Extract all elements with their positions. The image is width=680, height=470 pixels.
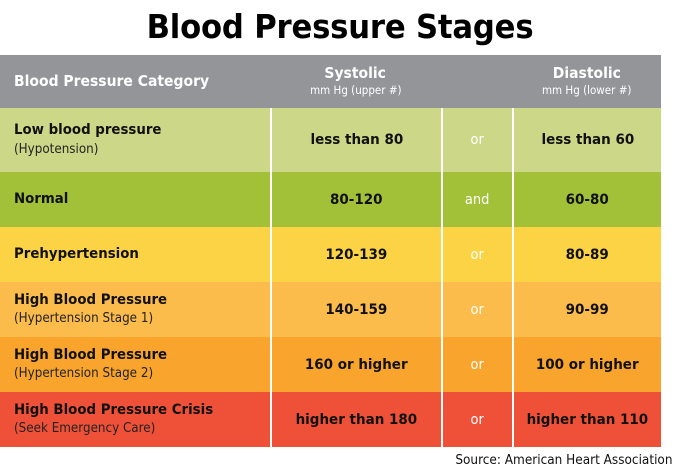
row-connector-value: or — [470, 132, 485, 148]
row-connector-value: or — [470, 246, 485, 263]
row-diastolic-cell: less than 60 — [512, 108, 661, 172]
row-systolic-cell: 140-159 — [270, 282, 441, 337]
row-diastolic-value: higher than 110 — [526, 411, 649, 428]
row-diastolic-cell: 90-99 — [512, 282, 661, 337]
row-connector-value: or — [470, 301, 485, 318]
row-category-sub: (Hypertension Stage 2) — [14, 366, 154, 382]
table-row: High Blood Pressure (Hypertension Stage … — [0, 282, 661, 337]
row-diastolic-cell: 100 or higher — [512, 337, 661, 392]
row-systolic-value: higher than 180 — [295, 411, 418, 428]
header-systolic-sublabel: mm Hg (upper #) — [309, 83, 402, 97]
table-row: High Blood Pressure (Hypertension Stage … — [0, 337, 661, 392]
table-header-row: Blood Pressure Category Systolic mm Hg (… — [0, 55, 661, 108]
header-diastolic-sublabel: mm Hg (lower #) — [541, 83, 632, 97]
row-category-sub: (Hypotension) — [14, 141, 99, 157]
row-diastolic-cell: higher than 110 — [512, 392, 661, 447]
row-connector-cell: or — [441, 337, 512, 392]
header-cell-category: Blood Pressure Category — [0, 55, 270, 108]
row-systolic-value: less than 80 — [310, 132, 403, 148]
row-category-name: High Blood Pressure — [14, 346, 168, 363]
header-cell-connector — [441, 55, 512, 108]
row-diastolic-value: less than 60 — [541, 132, 634, 148]
header-diastolic-label: Diastolic — [552, 64, 621, 83]
row-connector-cell: or — [441, 282, 512, 337]
source-attribution: Source: American Heart Association — [454, 453, 672, 468]
row-category-cell: Low blood pressure (Hypotension) — [0, 108, 270, 172]
table-row: Normal 80-120 and 60-80 — [0, 172, 661, 227]
row-systolic-cell: higher than 180 — [270, 392, 441, 447]
row-diastolic-value: 60-80 — [565, 191, 610, 208]
row-category-cell: High Blood Pressure Crisis (Seek Emergen… — [0, 392, 270, 447]
row-connector-value: or — [470, 356, 485, 373]
row-connector-value: and — [465, 191, 490, 208]
row-diastolic-cell: 80-89 — [512, 227, 661, 282]
blood-pressure-table: Blood Pressure Category Systolic mm Hg (… — [0, 55, 661, 447]
row-category-cell: Normal — [0, 172, 270, 227]
page-title: Blood Pressure Stages — [146, 7, 534, 46]
row-systolic-value: 120-139 — [325, 246, 388, 263]
row-category-name: High Blood Pressure — [14, 291, 168, 308]
row-diastolic-value: 100 or higher — [536, 356, 639, 373]
row-category-cell: High Blood Pressure (Hypertension Stage … — [0, 282, 270, 337]
row-connector-cell: or — [441, 392, 512, 447]
header-systolic-label: Systolic — [324, 64, 387, 83]
row-category-name: Prehypertension — [14, 245, 139, 262]
row-diastolic-cell: 60-80 — [512, 172, 661, 227]
row-category-name: High Blood Pressure Crisis — [14, 401, 214, 418]
row-systolic-cell: less than 80 — [270, 108, 441, 172]
row-systolic-cell: 120-139 — [270, 227, 441, 282]
row-diastolic-value: 80-89 — [565, 246, 610, 263]
table-row: Low blood pressure (Hypotension) less th… — [0, 108, 661, 172]
table-row: High Blood Pressure Crisis (Seek Emergen… — [0, 392, 661, 447]
row-category-name: Normal — [14, 190, 69, 207]
row-systolic-value: 140-159 — [325, 301, 388, 318]
header-category-label: Blood Pressure Category — [14, 71, 210, 90]
row-systolic-cell: 80-120 — [270, 172, 441, 227]
row-category-sub: (Seek Emergency Care) — [14, 421, 156, 437]
row-systolic-cell: 160 or higher — [270, 337, 441, 392]
row-connector-value: or — [470, 411, 485, 428]
table-row: Prehypertension 120-139 or 80-89 — [0, 227, 661, 282]
row-category-sub: (Hypertension Stage 1) — [14, 311, 154, 327]
row-connector-cell: or — [441, 227, 512, 282]
row-systolic-value: 80-120 — [330, 191, 383, 208]
header-cell-diastolic: Diastolic mm Hg (lower #) — [512, 55, 661, 108]
row-category-cell: High Blood Pressure (Hypertension Stage … — [0, 337, 270, 392]
row-category-name: Low blood pressure — [14, 122, 162, 139]
row-connector-cell: and — [441, 172, 512, 227]
header-cell-systolic: Systolic mm Hg (upper #) — [270, 55, 441, 108]
row-diastolic-value: 90-99 — [565, 301, 610, 318]
row-connector-cell: or — [441, 108, 512, 172]
row-category-cell: Prehypertension — [0, 227, 270, 282]
row-systolic-value: 160 or higher — [305, 356, 408, 373]
